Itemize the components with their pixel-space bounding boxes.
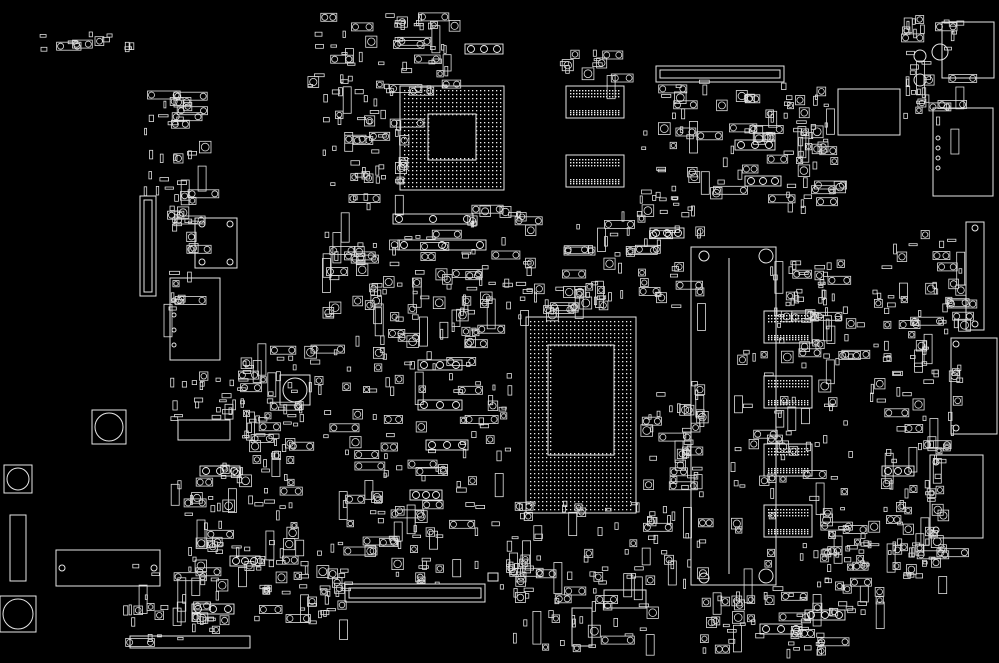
memory-chip-1[interactable] xyxy=(763,310,813,344)
ic-left-lower[interactable] xyxy=(177,419,231,441)
inductor-left-3[interactable] xyxy=(0,595,37,633)
ic-top-right[interactable] xyxy=(837,88,901,136)
connector-right-hdmi[interactable] xyxy=(950,337,998,435)
connector-bottom-strip[interactable] xyxy=(129,635,251,649)
inductor-left-1[interactable] xyxy=(91,409,127,445)
bga-chip-top-center[interactable] xyxy=(399,85,505,191)
inductor-left-2[interactable] xyxy=(3,464,33,494)
ic-left-middle[interactable] xyxy=(169,277,221,361)
connector-right-bottom[interactable] xyxy=(929,454,984,539)
connector-right-usb-top[interactable] xyxy=(932,107,994,197)
connector-left-vertical[interactable] xyxy=(139,195,157,297)
connector-left-small[interactable] xyxy=(9,514,27,582)
memory-chip-2[interactable] xyxy=(763,375,813,409)
memory-chip-3[interactable] xyxy=(763,443,813,477)
connector-left-bottom[interactable] xyxy=(55,549,161,587)
ic-left-upper[interactable] xyxy=(194,217,238,269)
memory-chip-top-1[interactable] xyxy=(565,85,625,119)
connector-bottom-ribbon[interactable] xyxy=(344,572,499,603)
memory-chip-4[interactable] xyxy=(763,504,813,538)
connector-right-vga[interactable] xyxy=(965,221,985,331)
cpu-bga-main[interactable] xyxy=(525,316,637,514)
connector-right-top-jack[interactable] xyxy=(913,21,995,87)
ic-bottom-center[interactable] xyxy=(571,589,647,647)
passive-components[interactable] xyxy=(39,12,978,659)
memory-chip-top-2[interactable] xyxy=(565,154,625,188)
connector-top-ribbon[interactable] xyxy=(655,65,785,83)
